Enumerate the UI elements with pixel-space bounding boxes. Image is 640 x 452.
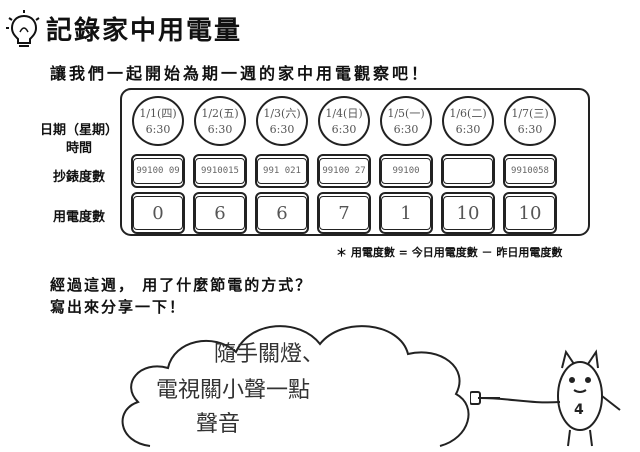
table-outline [120, 88, 590, 236]
date-value: 1/2(五) [201, 107, 239, 120]
usage-cell: 0 [131, 192, 185, 234]
answer-line-3: 聲音 [196, 412, 241, 437]
usage-value: 6 [195, 196, 245, 230]
date-value: 1/4(日) [325, 107, 363, 120]
date-cell: 1/1(四) 6:30 [132, 96, 184, 146]
reading-cell: 9910015 [193, 154, 247, 188]
formula-note: ＊ 用電度數 = 今日用電度數 － 昨日用電度數 [336, 246, 563, 259]
usage-value: 1 [381, 196, 431, 230]
time-label: 時間 [65, 141, 92, 156]
answer-line-1: 隨手關燈、 [214, 342, 325, 367]
time-value: 6:30 [517, 123, 543, 136]
date-value: 1/5(一) [387, 107, 425, 120]
usage-cell: 6 [193, 192, 247, 234]
mascot-illustration: 4 [470, 349, 621, 447]
usage-cell: 10 [503, 192, 557, 234]
cord-line [479, 397, 561, 404]
intro-text: 讓我們一起開始為期一週的家中用電觀察吧！ [50, 64, 431, 83]
date-value: 1/3(六) [263, 107, 301, 120]
question-text: 經過這週， 用了什麼節電的方式？ 寫出來分享一下！ [50, 274, 312, 318]
reading-value: 9910015 [195, 158, 245, 184]
question-line-1: 經過這週， 用了什麼節電的方式？ [50, 276, 313, 294]
reading-cell: 991 021 [255, 154, 309, 188]
page-title: 記錄家中用電量 [46, 16, 243, 46]
date-cell: 1/7(三) 6:30 [504, 96, 556, 146]
usage-value: 7 [319, 196, 369, 230]
usage-value: 0 [133, 196, 183, 230]
reading-cell: 99100 [379, 154, 433, 188]
usage-cell: 10 [441, 192, 495, 234]
reading-value: 9910058 [505, 158, 555, 184]
reading-cell: 99100 09 [131, 154, 185, 188]
time-value: 6:30 [207, 123, 233, 136]
date-cell: 1/5(一) 6:30 [380, 96, 432, 146]
mascot-body [557, 361, 603, 431]
reading-value: 991 021 [257, 158, 307, 184]
usage-value: 10 [505, 196, 555, 230]
reading-value: 99100 27 [319, 158, 369, 184]
date-cell: 1/6(二) 6:30 [442, 96, 494, 146]
date-cell: 1/3(六) 6:30 [256, 96, 308, 146]
usage-cell: 6 [255, 192, 309, 234]
answer-line-2: 電視關小聲一點 [156, 378, 311, 403]
row-label-date: 日期（星期） 時間 [24, 122, 134, 158]
reading-value [443, 158, 493, 184]
question-line-2: 寫出來分享一下！ [50, 298, 187, 316]
date-cell: 1/2(五) 6:30 [194, 96, 246, 146]
date-cell: 1/4(日) 6:30 [318, 96, 370, 146]
reading-cell: 99100 27 [317, 154, 371, 188]
time-value: 6:30 [269, 123, 295, 136]
mascot-number: 4 [574, 402, 584, 418]
time-value: 6:30 [145, 123, 171, 136]
time-value: 6:30 [331, 123, 357, 136]
row-label-reading: 抄錶度數 [52, 170, 105, 185]
reading-cell: 9910058 [503, 154, 557, 188]
date-value: 1/7(三) [511, 107, 549, 120]
reading-value: 99100 09 [133, 158, 183, 184]
reading-cell [441, 154, 495, 188]
cloud-shape [121, 325, 470, 447]
lightbulb-icon [6, 10, 40, 47]
row-label-usage: 用電度數 [52, 210, 105, 225]
reading-value: 99100 [381, 158, 431, 184]
date-label: 日期（星期） [39, 123, 118, 138]
usage-value: 10 [443, 196, 493, 230]
time-value: 6:30 [393, 123, 419, 136]
usage-cell: 7 [317, 192, 371, 234]
usage-cell: 1 [379, 192, 433, 234]
date-value: 1/1(四) [139, 107, 177, 120]
date-value: 1/6(二) [449, 107, 487, 120]
usage-value: 6 [257, 196, 307, 230]
time-value: 6:30 [455, 123, 481, 136]
